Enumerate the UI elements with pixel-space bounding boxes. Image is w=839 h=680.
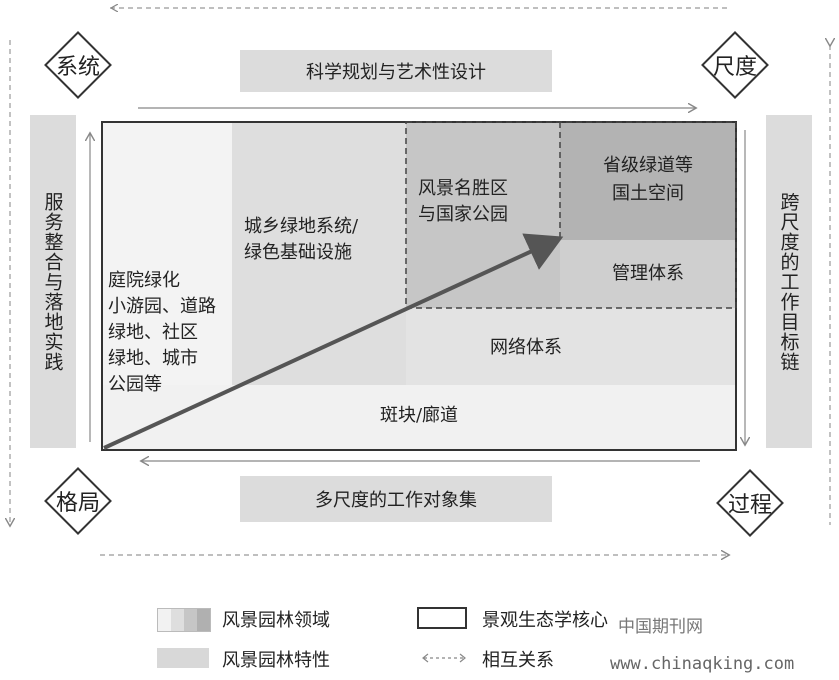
- legend-relation-swatch: [422, 653, 466, 663]
- legend-domain-swatch: [157, 608, 211, 632]
- corner-system: 系统: [40, 27, 116, 103]
- legend-core-swatch: [417, 607, 467, 629]
- courtyard-region: [102, 122, 232, 385]
- top-bar: 科学规划与艺术性设计: [240, 50, 552, 92]
- watermark-cn: 中国期刊网: [618, 617, 703, 637]
- left-bar: 服务整合与落地实践: [30, 115, 76, 448]
- legend-core-label: 景观生态学核心: [482, 610, 608, 631]
- courtyard-label: 庭院绿化 小游园、道路 绿地、社区 绿地、城市 公园等: [108, 270, 216, 395]
- corner-pattern: 格局: [40, 463, 116, 539]
- network-label: 网络体系: [490, 337, 562, 358]
- management-region: [560, 240, 736, 308]
- corner-system-label: 系统: [55, 55, 100, 80]
- patch-region: [102, 385, 736, 450]
- urban-rural-label: 城乡绿地系统/ 绿色基础设施: [244, 216, 359, 263]
- legend-characteristic-label: 风景园林特性: [222, 650, 330, 671]
- management-label: 管理体系: [612, 263, 684, 284]
- bottom-bar: 多尺度的工作对象集: [240, 476, 552, 522]
- legend-domain-label: 风景园林领域: [222, 610, 330, 631]
- provincial-label: 省级绿道等 国土空间: [603, 155, 693, 204]
- scenic-region: [406, 122, 560, 308]
- right-bar: 跨尺度的工作目标链: [766, 115, 812, 448]
- provincial-region: [560, 122, 736, 240]
- legend-relation-label: 相互关系: [482, 650, 554, 671]
- urban-rural-region: [232, 122, 406, 385]
- corner-process-label: 过程: [727, 493, 772, 518]
- patch-label: 斑块/廊道: [379, 405, 459, 426]
- watermark-url: www.chinaqking.com: [610, 654, 795, 674]
- corner-scale-label: 尺度: [712, 55, 757, 80]
- scenic-label: 风景名胜区 与国家公园: [418, 178, 508, 225]
- corner-pattern-label: 格局: [55, 491, 100, 516]
- corner-process: 过程: [712, 465, 788, 541]
- legend-characteristic-swatch: [157, 648, 209, 668]
- network-region: [406, 308, 736, 385]
- corner-scale: 尺度: [697, 27, 773, 103]
